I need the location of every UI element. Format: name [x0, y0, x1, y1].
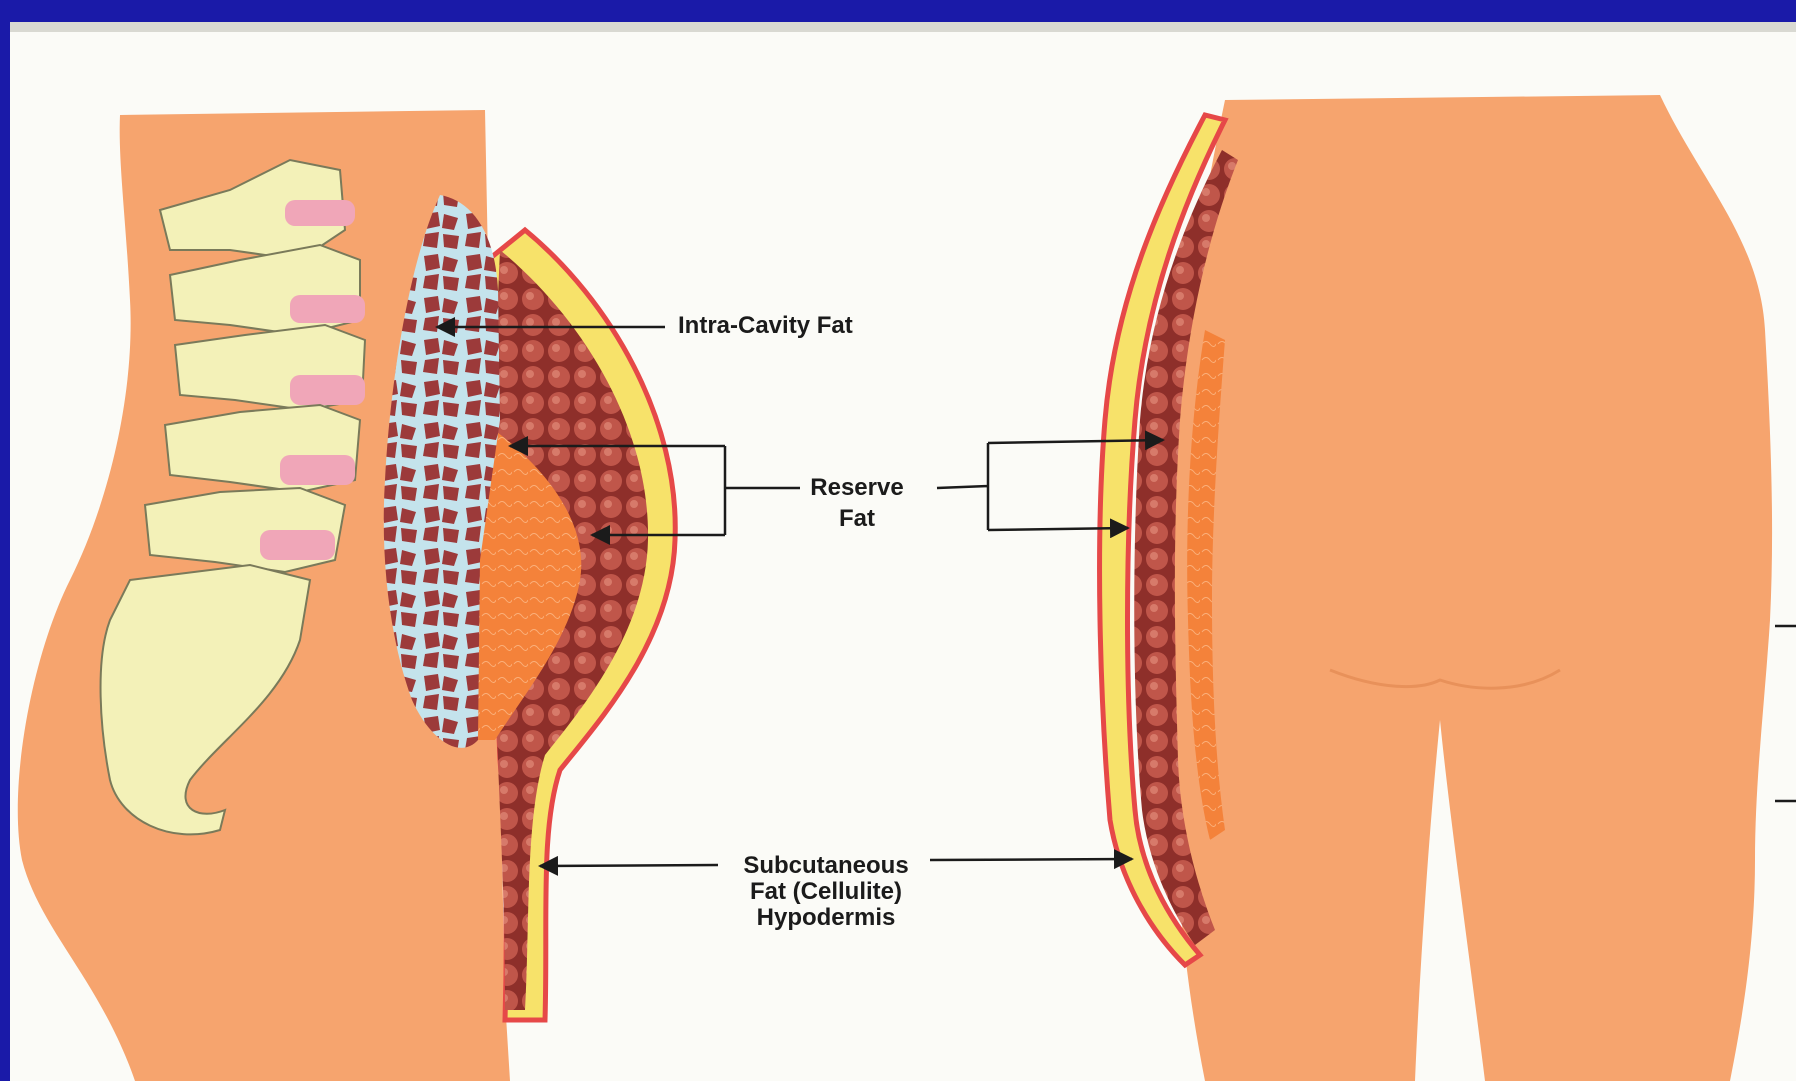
subcutaneous-label-line1: Subcutaneous — [743, 852, 908, 879]
back-view-body — [1173, 95, 1772, 1081]
intra-cavity-fat-label: Intra-Cavity Fat — [678, 312, 853, 339]
subcutaneous-label-line2: Fat (Cellulite) — [750, 878, 902, 905]
subcutaneous-label-line3: Hypodermis — [757, 904, 896, 931]
reserve-fat-label-line1: Reserve — [810, 474, 903, 501]
reserve-fat-label-line2: Fat — [839, 505, 875, 532]
top-edge-shadow — [10, 22, 1796, 32]
subcutaneous-right-arrow — [930, 859, 1132, 860]
subcutaneous-left-arrow — [540, 865, 718, 866]
